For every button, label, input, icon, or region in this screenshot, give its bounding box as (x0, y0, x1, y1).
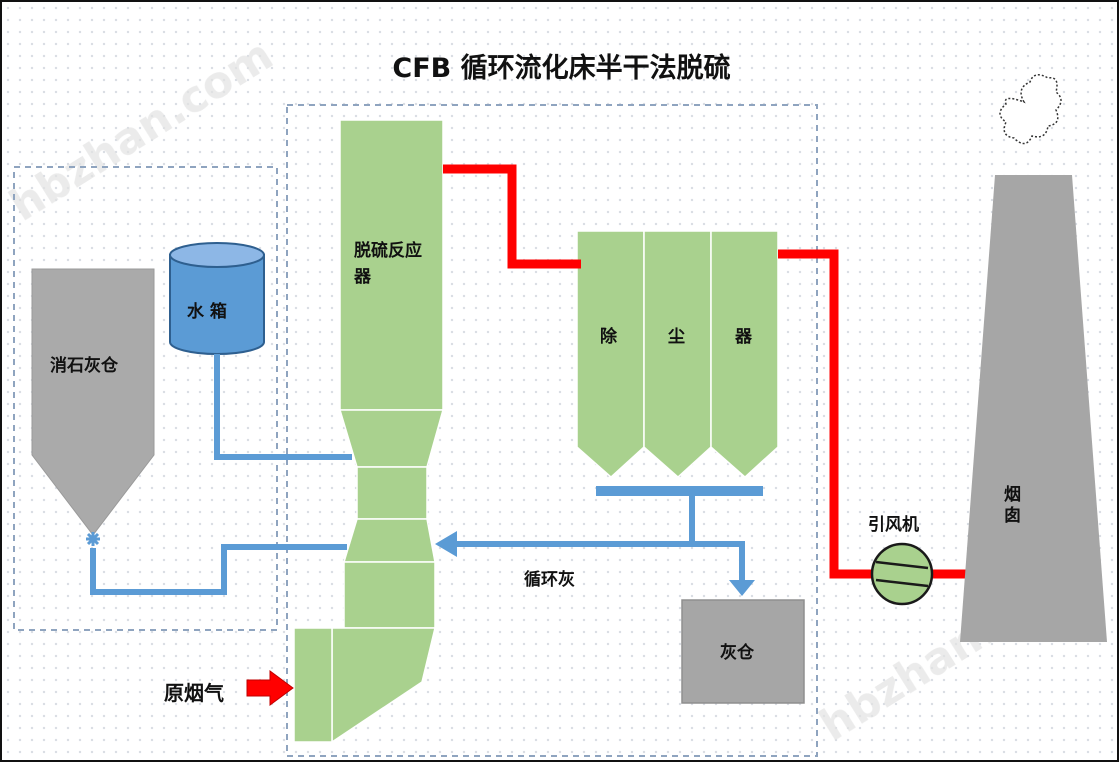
ash-to-silo-arrow (692, 541, 745, 587)
dust-collector-label-3: 器 (735, 327, 752, 347)
reactor-system-frame (286, 104, 818, 757)
chimney-label: 烟囱 (1000, 485, 1020, 527)
ash-silo (681, 599, 805, 704)
reactor-label: 脱硫反应器 (354, 241, 422, 287)
chimney (960, 175, 1107, 642)
watermark-group: hbzhan.com hbzhan.com (2, 29, 1092, 751)
water-tank (169, 242, 265, 355)
water-tank-label: 水 箱 (187, 302, 227, 322)
fan-icon (870, 542, 934, 606)
raw-flue-gas-label: 原烟气 (164, 681, 224, 705)
ash-arrowhead (729, 580, 755, 596)
lime-silo (31, 268, 155, 536)
dust-collector (576, 230, 779, 479)
dust-collector-label-2: 尘 (668, 327, 685, 347)
recycle-ash-arrowhead (435, 531, 457, 557)
reactor-to-collector-duct (443, 164, 581, 269)
raw-flue-gas-arrow (246, 670, 294, 706)
lime-silo-label: 消石灰仓 (50, 356, 118, 376)
lime-pipe (90, 544, 347, 595)
fan-label: 引风机 (868, 515, 919, 535)
recycle-ash-label: 循环灰 (524, 570, 575, 590)
desulfurization-reactor (293, 119, 444, 744)
dust-collector-label-1: 除 (600, 327, 617, 347)
water-pipe (214, 354, 352, 460)
collector-to-fan-duct (778, 249, 872, 579)
water-lime-pipes (90, 354, 352, 595)
rotary-valve-icon (86, 532, 100, 546)
ash-silo-label: 灰仓 (720, 643, 754, 663)
diagram-title: CFB 循环流化床半干法脱硫 (392, 53, 731, 84)
flue-gas-ducts (443, 164, 967, 579)
smoke-icon (999, 74, 1062, 145)
ash-collection-bar (596, 486, 763, 496)
